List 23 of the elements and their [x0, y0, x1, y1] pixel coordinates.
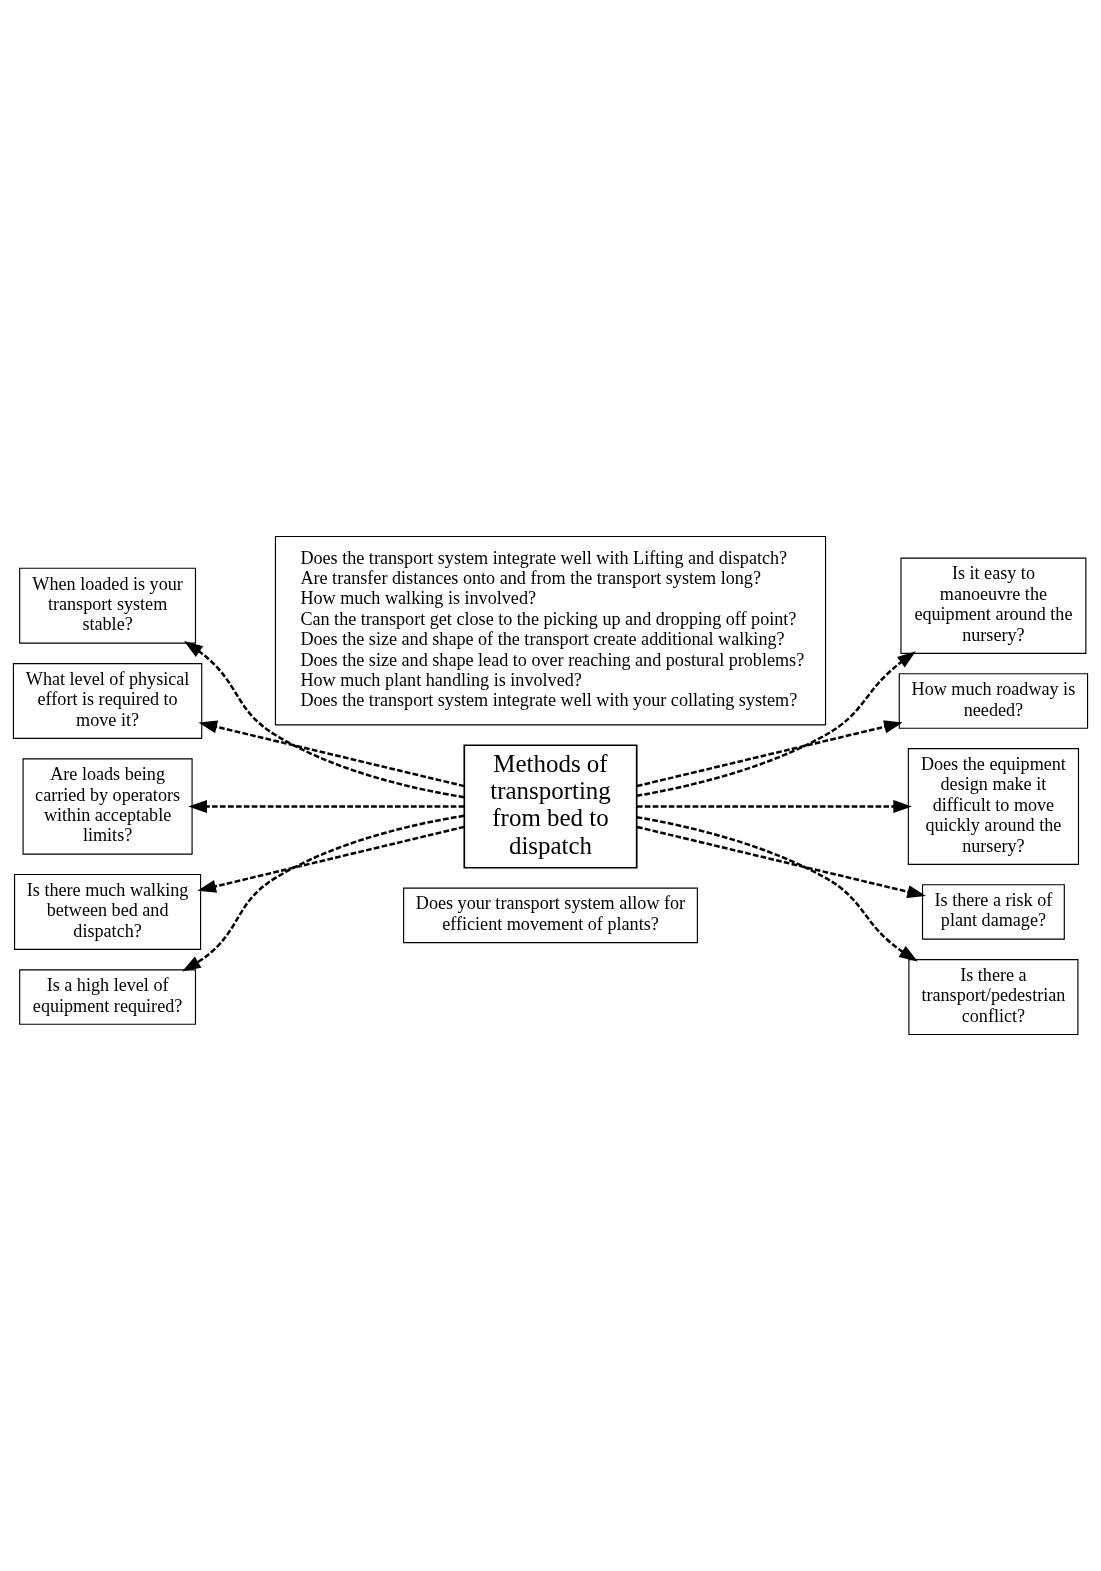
node-box: Is a high level of equipment required? — [19, 969, 197, 1025]
node-box: How much roadway is needed? — [898, 673, 1089, 729]
arrow — [637, 799, 912, 813]
node-box: Does the transport system integrate well with Lifting and dispatch? Are transfer distances onto and from the transport system long? How much walking is involved? Can the transport get close to the picking up and dropping off point? Does the size and shape of the transport create additional walking? Does the size and shape lead to over reaching and postural problems? How much plant handling is involved? Does the transport system integrate well with your collating system? — [274, 535, 827, 726]
node-box: Is there a transport/pedestrian conflict? — [908, 959, 1079, 1036]
arrow — [182, 814, 465, 972]
node-box: Are loads being carried by operators within acceptable limits? — [22, 758, 193, 855]
arrow — [636, 720, 903, 788]
arrow — [188, 799, 465, 813]
node-box: Is it easy to manoeuvre the equipment around the nursery? — [900, 557, 1087, 654]
node-box: Does the equipment design make it difficult to move quickly around the nursery? — [907, 748, 1080, 865]
arrow — [636, 815, 918, 962]
arrow — [197, 825, 465, 893]
node-box: When loaded is your transport system stable? — [19, 567, 197, 644]
node-box: Is there much walking between bed and dispatch? — [14, 873, 202, 950]
arrow — [184, 641, 465, 799]
node-box: What level of physical effort is required to move it? — [12, 663, 203, 739]
node-box: Is there a risk of plant damage? — [921, 884, 1065, 940]
node-box: Does your transport system allow for efficient movement of plants? — [403, 887, 698, 944]
node-box: Methods of transporting from bed to dispatch — [463, 744, 638, 869]
arrow — [198, 720, 465, 788]
arrow — [636, 825, 926, 899]
arrow — [636, 651, 916, 798]
